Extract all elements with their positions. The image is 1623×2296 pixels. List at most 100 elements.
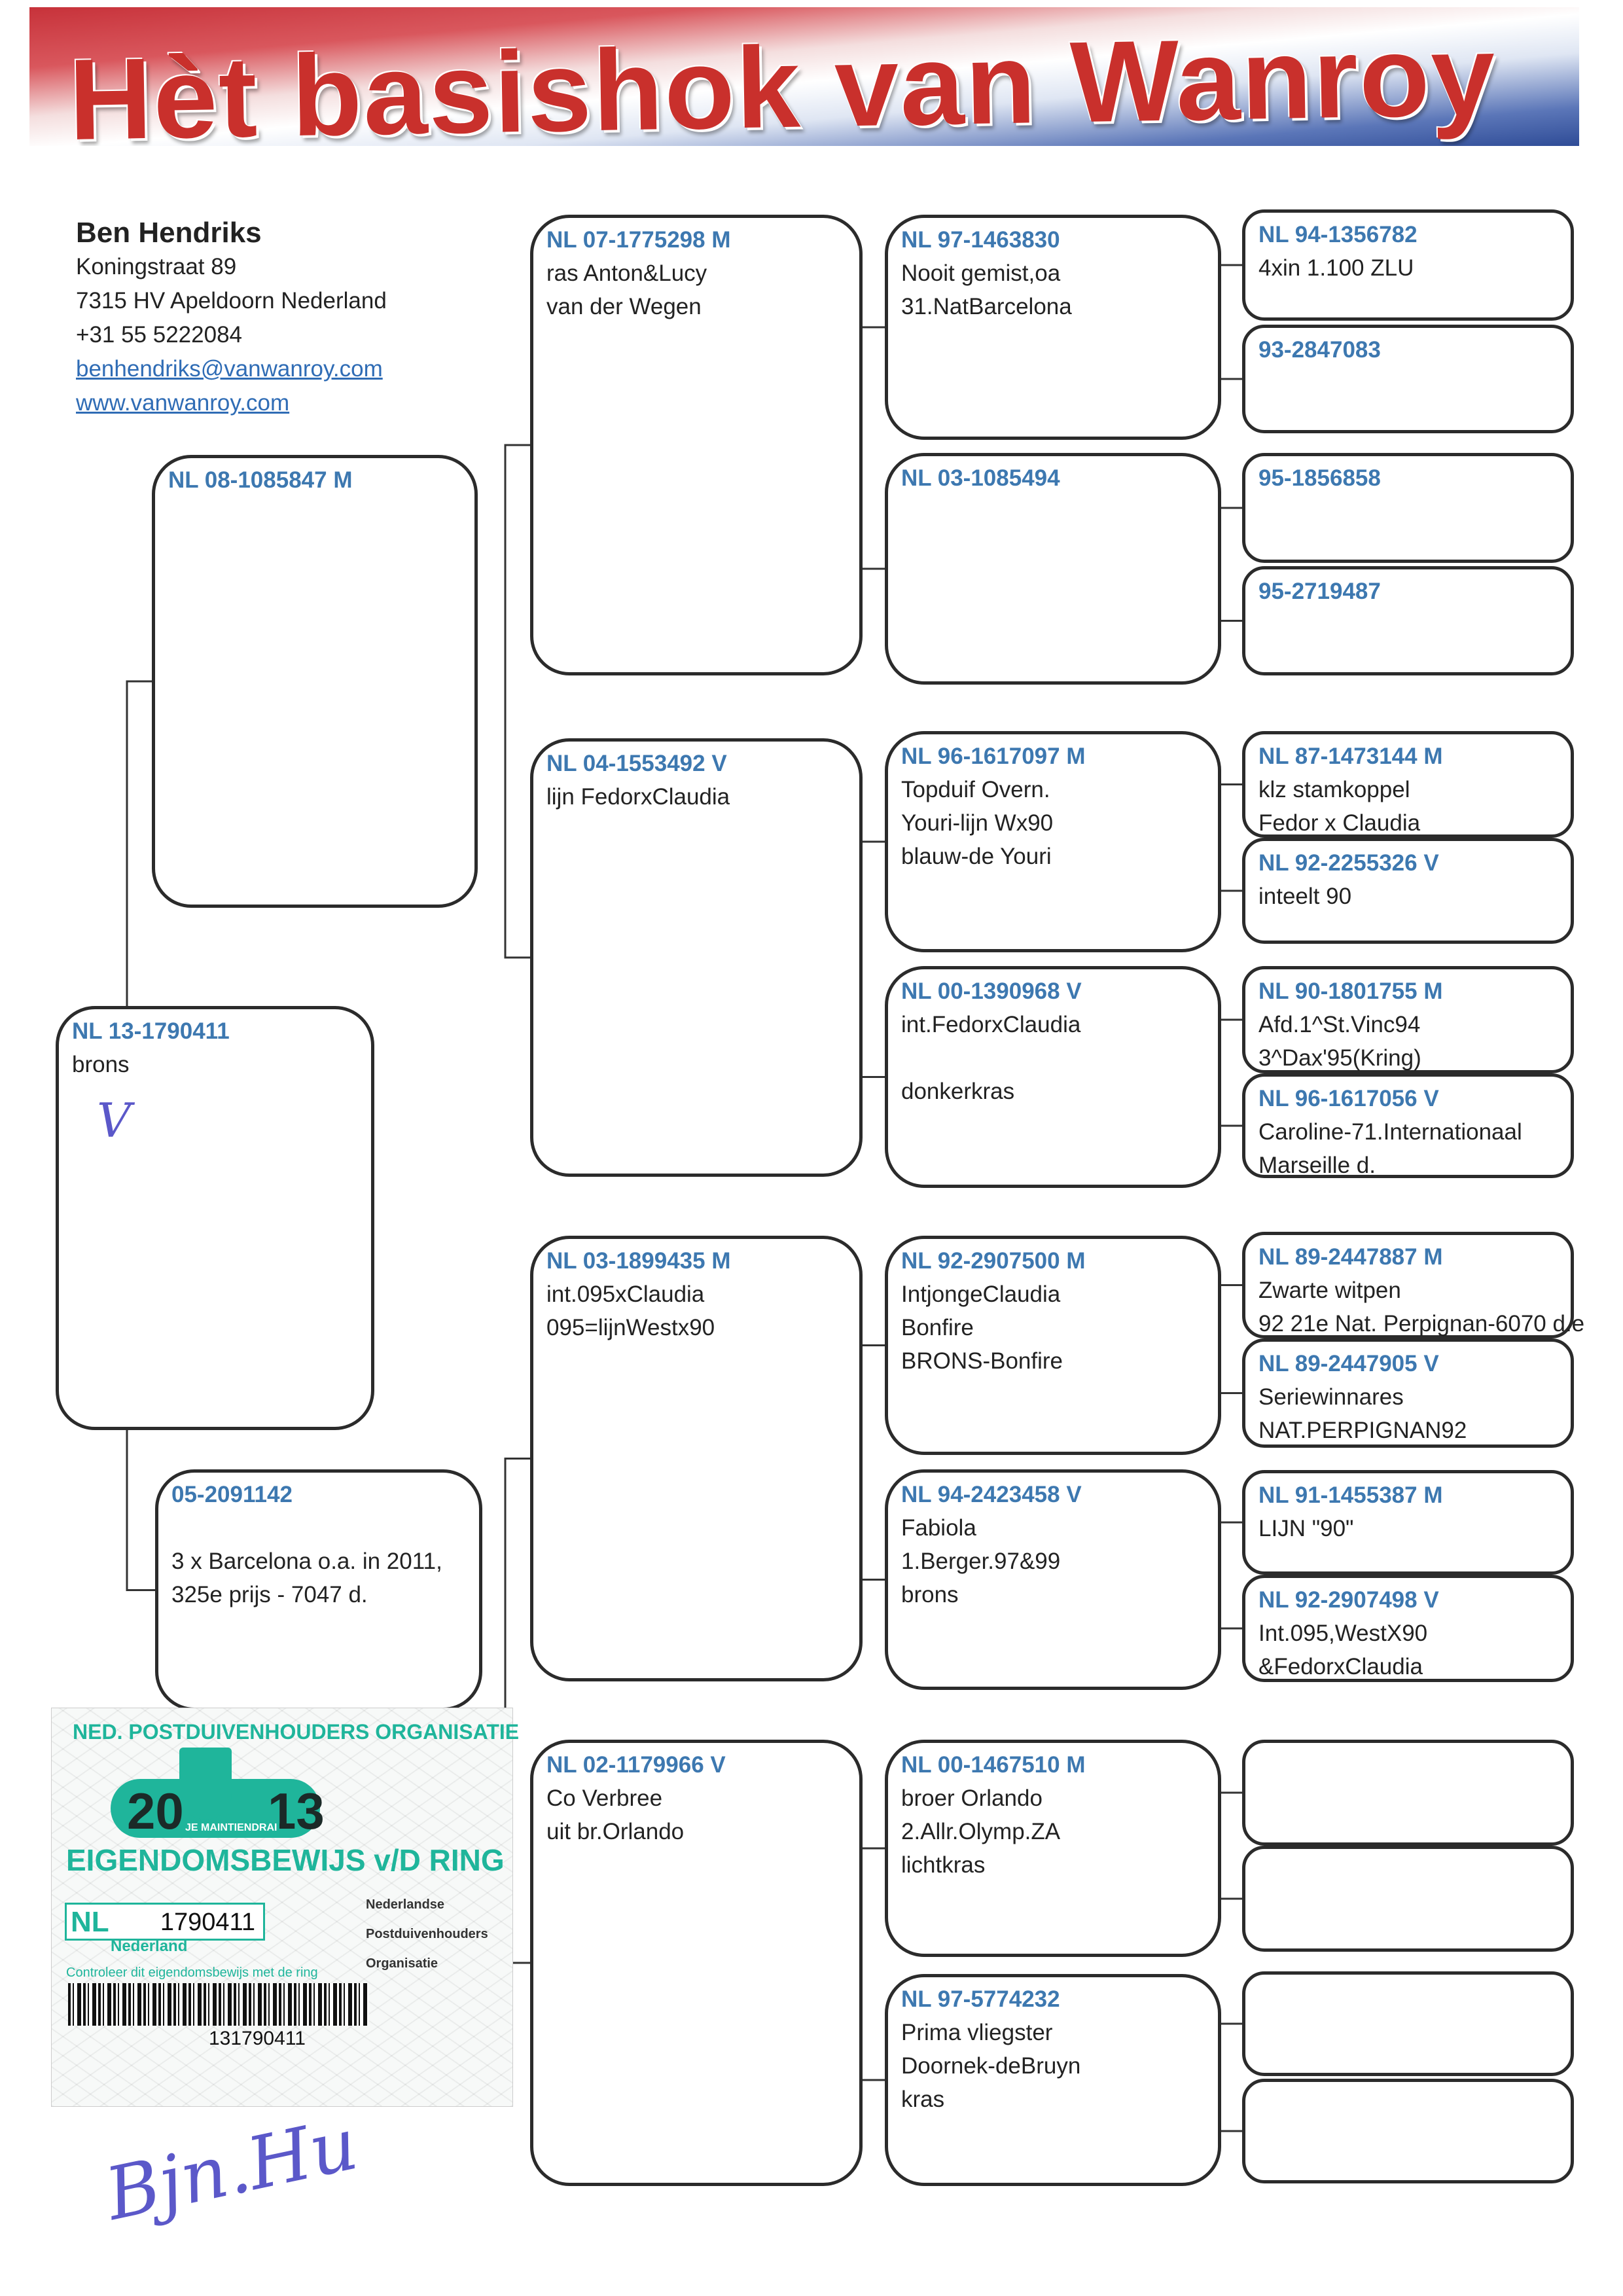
owner-contact: Ben Hendriks Koningstraat 89 7315 HV Ape… [76,216,387,420]
pigeon-note: Int.095,WestX90 [1258,1621,1428,1646]
pigeon-box-gen4: NL 92-2907498 V Int.095,WestX90&FedorxCla… [1242,1575,1574,1682]
pigeon-note: blauw-de Youri [901,844,1052,869]
pigeon-note: Caroline-71.Internationaal [1258,1119,1522,1145]
ring-number: NL 89-2447887 M [1258,1244,1443,1270]
owner-street: Koningstraat 89 [76,254,237,279]
ring-number: NL 89-2447905 V [1258,1351,1439,1376]
pigeon-note: donkerkras [901,1079,1015,1104]
handwritten-mark: V [97,1093,131,1148]
connector-gen3 [859,326,885,570]
pigeon-note: 92 21e Nat. Perpignan-6070 d.e [1258,1311,1585,1336]
ring-number [1258,1854,1558,1888]
pigeon-box-gen4: NL 89-2447887 M Zwarte witpen 92 21e Nat. … [1242,1232,1585,1338]
npo-line-3: Organisatie [366,1956,438,1971]
ownership-certificate: NED. POSTDUIVENHOUDERS ORGANISATIE 20 13… [51,1708,519,2107]
pigeon-note: Marseille d. [1258,1153,1376,1178]
pigeon-note: kras [901,2087,945,2112]
pigeon-box-gen4: NL 94-1356782 4xin 1.100 ZLU [1242,209,1574,321]
pigeon-note: van der Wegen [546,294,702,319]
pigeon-note [171,1511,466,1545]
owner-email-link[interactable]: benhendriks@vanwanroy.com [76,356,383,382]
certificate-country: Nederland [111,1937,188,1955]
pigeon-note: inteelt 90 [1258,884,1352,909]
ring-number: NL 92-2907500 M [901,1248,1086,1274]
ring-number [1258,1980,1558,2013]
lion-shield-icon [179,1748,232,1820]
owner-website-link[interactable]: www.vanwanroy.com [76,390,290,416]
pigeon-note: uit br.Orlando [546,1819,685,1844]
ring-number: NL 13-1790411 [72,1018,230,1044]
ring-number: NL 08-1085847 M [168,467,353,493]
pigeon-box-gen3: NL 94-2423458 V Fabiola 1.Berger.97&99 bron… [885,1469,1221,1690]
ring-number: NL 87-1473144 M [1258,744,1443,769]
pigeon-note: brons [901,1582,959,1607]
ring-number: NL 97-1463830 [901,227,1060,253]
pigeon-note: broer Orlando [901,1785,1043,1811]
pigeon-note: int.095xClaudia [546,1282,705,1307]
pigeon-note: 31.NatBarcelona [901,294,1072,319]
pigeon-note: ras Anton&Lucy [546,260,707,286]
pigeon-box-gen4: NL 91-1455387 M LIJN "90" [1242,1470,1574,1575]
pigeon-box-subject: NL 13-1790411 brons [56,1006,374,1430]
ring-number: NL 00-1467510 M [901,1752,1086,1778]
pigeon-box-gen4 [1242,1740,1574,1846]
npo-logo: Nederlandse Postduivenhouders Organisati… [366,1890,488,1979]
pigeon-note: BRONS-Bonfire [901,1348,1063,1374]
ring-number: NL 94-2423458 V [901,1482,1082,1507]
pigeon-note: 3 x Barcelona o.a. in 2011, [171,1549,442,1574]
pigeon-note: &FedorxClaudia [1258,1654,1423,1679]
owner-city: 7315 HV Apeldoorn Nederland [76,288,387,314]
connector-gen3 [859,1344,885,1581]
ring-number: NL 94-1356782 [1258,222,1418,247]
npo-line-2: Postduivenhouders [366,1927,488,1941]
ring-number: NL 03-1085494 [901,465,1060,491]
pigeon-note: 1.Berger.97&99 [901,1549,1061,1574]
pigeon-box-gen3: NL 03-1085494 [885,453,1221,685]
certificate-motto: JE MAINTIENDRAI [183,1822,280,1834]
ring-number: 05-2091142 [171,1482,293,1507]
pigeon-note: brons [72,1052,130,1077]
pigeon-box-gen4 [1242,2079,1574,2183]
pigeon-note: Zwarte witpen [1258,1278,1401,1303]
ring-number: NL 02-1179966 V [546,1752,726,1778]
pigeon-note: Fabiola [901,1515,976,1541]
pigeon-box-gen4 [1242,1971,1574,2076]
certificate-year-left: 20 [127,1782,184,1840]
ring-number: NL 90-1801755 M [1258,978,1443,1004]
ring-number-field: NL 1790411 [65,1903,265,1941]
connector-gen2 [504,444,530,959]
certificate-organisation: NED. POSTDUIVENHOUDERS ORGANISATIE [73,1720,520,1744]
ring-number: NL 03-1899435 M [546,1248,731,1274]
connector-gen3 [859,1847,885,2081]
certificate-ring-number: 1790411 [160,1909,255,1936]
pigeon-note: LIJN "90" [1258,1516,1354,1541]
pigeon-note: Afd.1^St.Vinc94 [1258,1012,1421,1037]
ring-number: NL 04-1553492 V [546,751,727,776]
pigeon-note: klz stamkoppel [1258,777,1410,802]
pigeon-note: 4xin 1.100 ZLU [1258,255,1414,281]
ring-number: NL 92-2907498 V [1258,1587,1439,1613]
owner-phone: +31 55 5222084 [76,322,243,348]
barcode-number: 131790411 [209,2028,306,2049]
ring-number: NL 91-1455387 M [1258,1482,1443,1508]
pigeon-box-gen4 [1242,1846,1574,1952]
pigeon-note: Nooit gemist,oa [901,260,1061,286]
pigeon-note: int.FedorxClaudia [901,1012,1081,1037]
pigeon-note: Seriewinnares [1258,1384,1404,1410]
ring-number [1258,2087,1558,2121]
npo-line-1: Nederlandse [366,1897,445,1912]
ring-number: NL 96-1617056 V [1258,1086,1439,1111]
